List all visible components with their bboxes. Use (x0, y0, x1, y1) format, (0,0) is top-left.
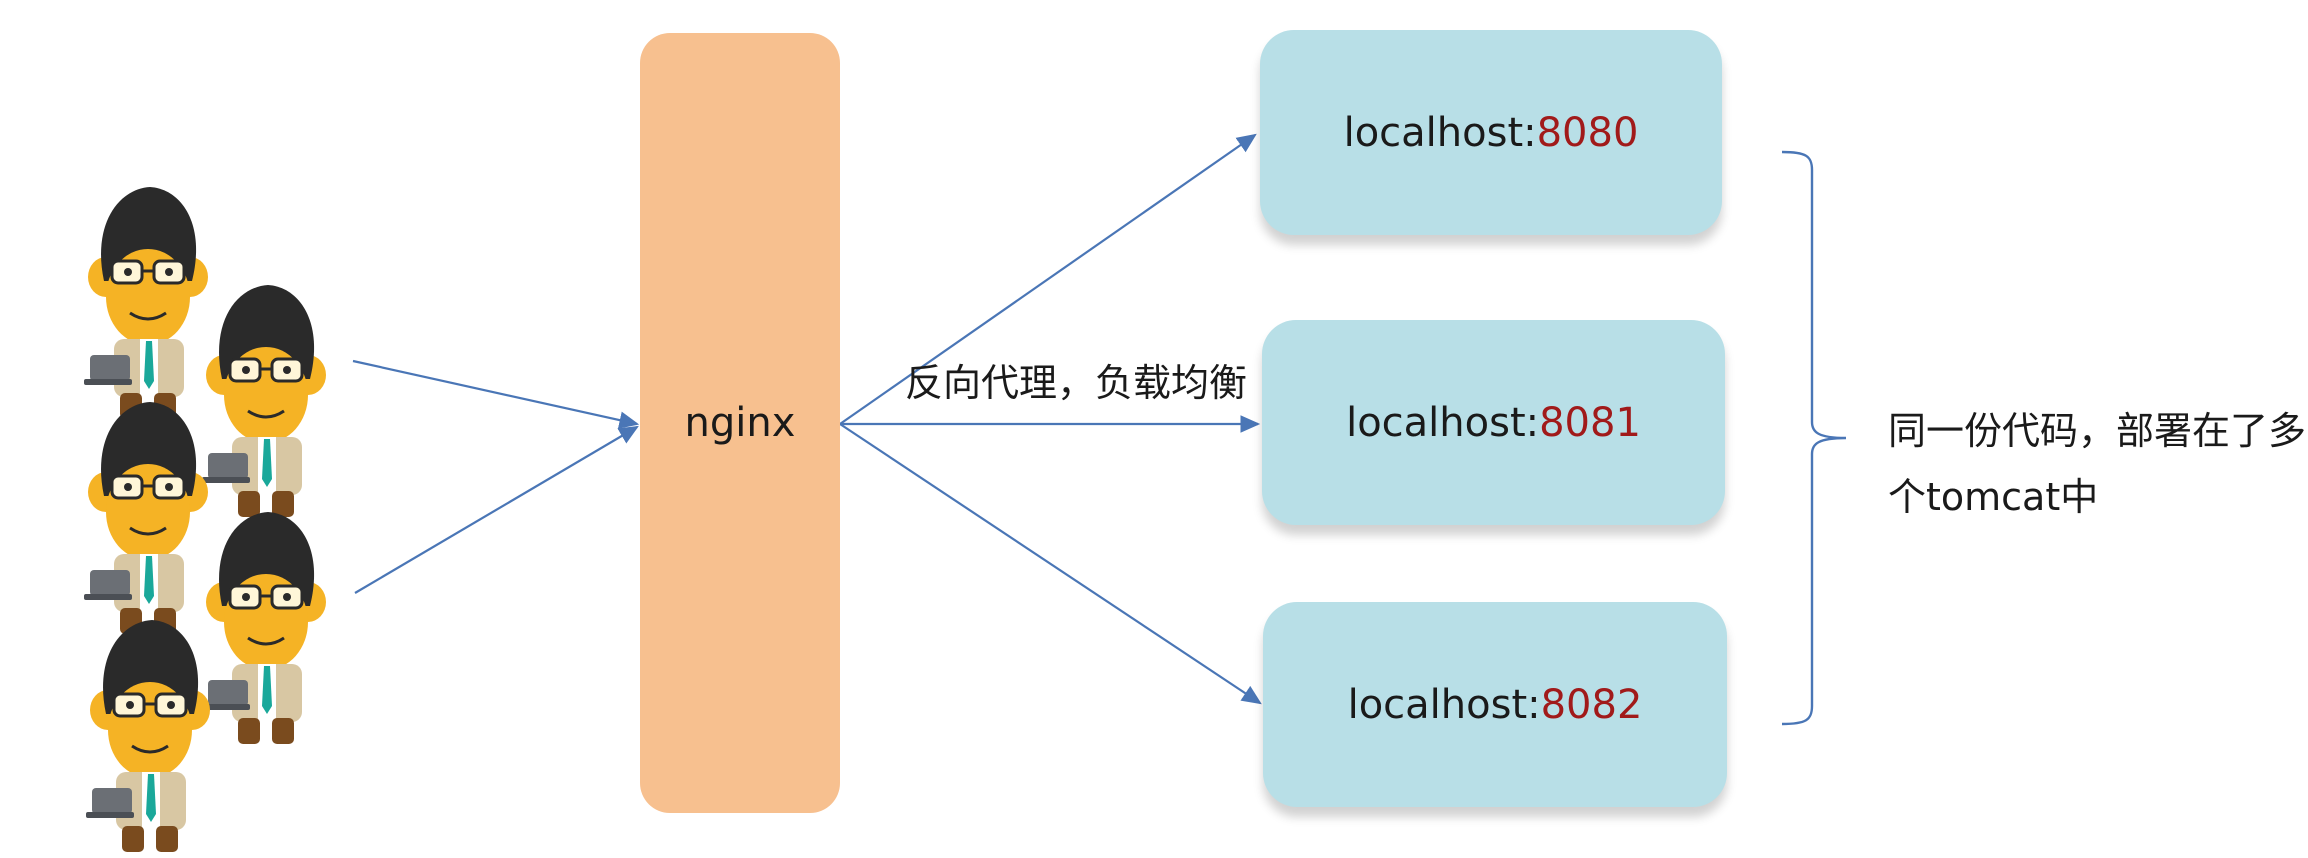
server-host-label: localhost: (1343, 109, 1537, 156)
nginx-to-8082-arrow (839, 423, 1262, 705)
deployment-note: 同一份代码，部署在了多个tomcat中 (1888, 409, 2307, 519)
server-port-label: 8080 (1536, 109, 1639, 156)
user-avatar-icon (84, 187, 208, 419)
user-avatar-icon (202, 285, 326, 517)
user-to-nginx-arrow-lower (354, 425, 639, 594)
proxy-label: 反向代理，负载均衡 (905, 361, 1248, 405)
server-host-label: localhost: (1347, 681, 1541, 728)
user-avatar-icon (84, 402, 208, 634)
nginx-node: nginx (640, 33, 840, 813)
server-port-label: 8081 (1539, 399, 1641, 446)
server-node-8080: localhost:8080 (1260, 30, 1722, 235)
user-avatar-icon (86, 620, 210, 852)
user-to-nginx-arrow-upper (352, 359, 640, 429)
nginx-label: nginx (684, 400, 796, 446)
server-node-8082: localhost:8082 (1263, 602, 1727, 807)
server-node-8081: localhost:8081 (1262, 320, 1725, 525)
server-port-label: 8082 (1540, 681, 1643, 728)
user-avatar-icon (202, 512, 326, 744)
right-brace-icon (1781, 150, 1847, 726)
server-host-label: localhost: (1346, 399, 1540, 446)
nginx-to-8080-arrow (839, 133, 1257, 425)
